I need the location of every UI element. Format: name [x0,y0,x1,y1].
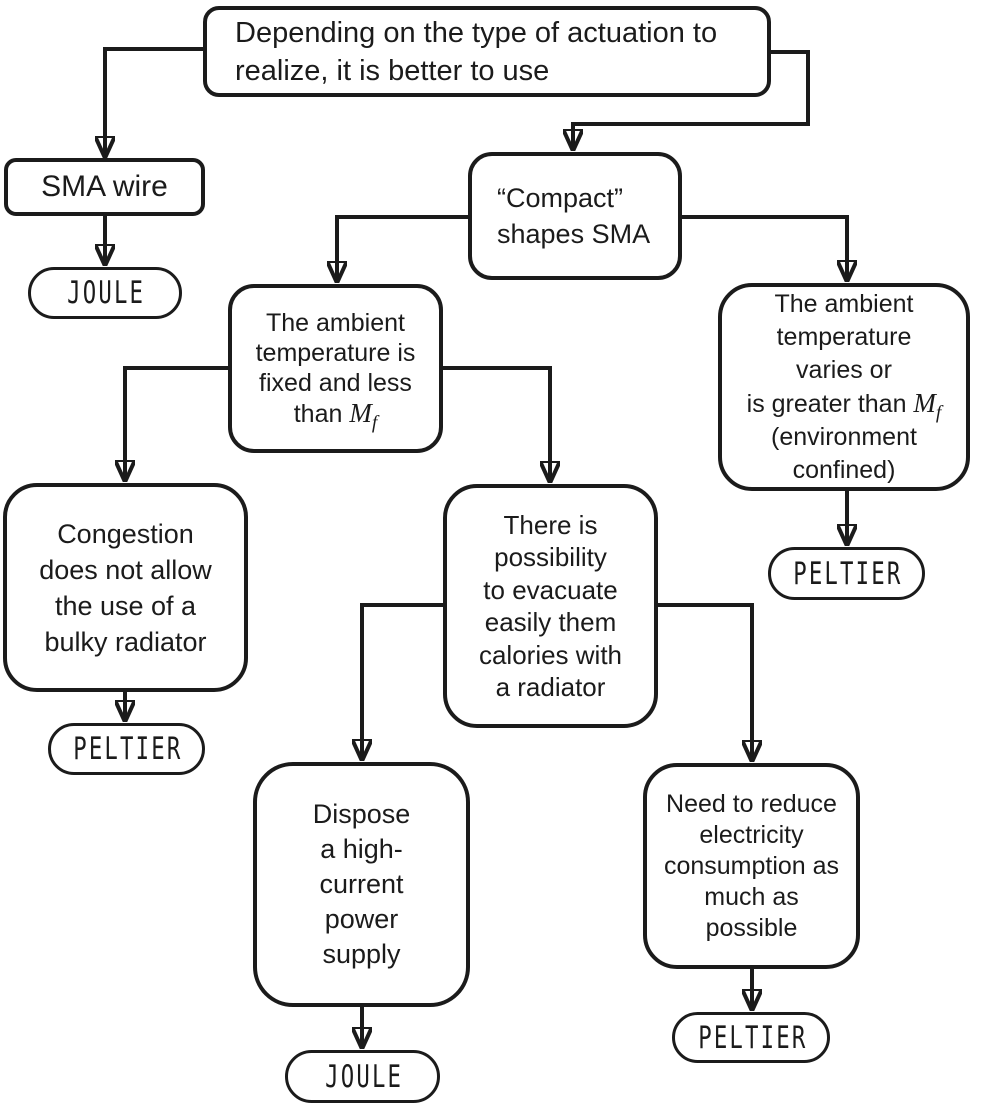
terminal-joule-label: JOULE [67,275,146,311]
terminal-peltier-label: PELTIER [793,555,903,592]
edge-possibility-to-dispose [362,603,445,760]
edge-temp-fixed-to-congestion [125,366,230,481]
node-sma-wire: SMA wire [4,158,205,216]
terminal-peltier-congestion: PELTIER [48,723,205,775]
terminal-joule-dispose: JOULE [285,1050,440,1103]
edge-possibility-to-need-reduce [656,603,752,761]
terminal-peltier-label: PELTIER [73,731,183,767]
terminal-peltier-label: PELTIER [697,1019,808,1056]
edge-temp-fixed-to-possibility [441,366,550,482]
edge-compact-to-temp-varies [680,215,847,281]
node-compact-shapes-label: “Compact”shapes SMA [497,183,651,249]
terminal-peltier-need: PELTIER [672,1012,830,1063]
terminal-peltier-varies: PELTIER [768,547,925,600]
terminal-joule-sma-wire: JOULE [28,267,182,319]
edge-root-to-sma-wire [105,47,205,157]
terminal-joule-label: JOULE [324,1058,403,1095]
edge-root-to-compact-shapes [573,50,810,150]
node-compact-shapes-sma: “Compact”shapes SMA [468,152,682,280]
node-sma-wire-label: SMA wire [41,170,168,203]
edge-compact-to-temp-fixed [337,215,470,282]
